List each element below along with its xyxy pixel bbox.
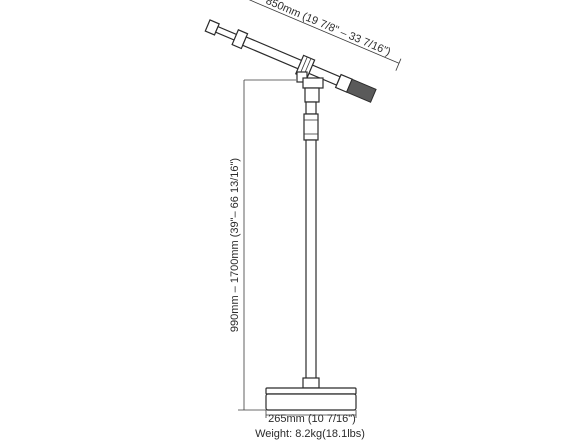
weight-label: Weight: 8.2kg(18.1lbs): [255, 428, 365, 440]
height-dimension: 990mm – 1700mm (39"– 66 13/16"): [229, 79, 296, 411]
stand-upright: [296, 71, 324, 389]
upper-tube-top: [305, 101, 317, 115]
boom-dimension-tick-right: [395, 58, 402, 71]
height-clutch: [303, 113, 319, 141]
top-swivel-neck: [304, 87, 320, 103]
boom-outer-tube: [241, 36, 341, 86]
base-collar: [302, 377, 320, 389]
top-swivel-block: [302, 77, 324, 89]
base-body: [265, 393, 357, 411]
stand-base: [265, 387, 357, 411]
boom-dimension-line: [214, 0, 400, 64]
boom-counterweight: [345, 78, 377, 103]
height-label: 990mm – 1700mm (39"– 66 13/16"): [229, 158, 241, 332]
base-width-dimension: 265mm (10 7/16"): [265, 410, 357, 425]
base-top-plate: [265, 387, 357, 395]
top-swivel-knob: [296, 71, 308, 83]
main-tube: [305, 139, 317, 389]
base-width-label: 265mm (10 7/16"): [268, 413, 356, 425]
